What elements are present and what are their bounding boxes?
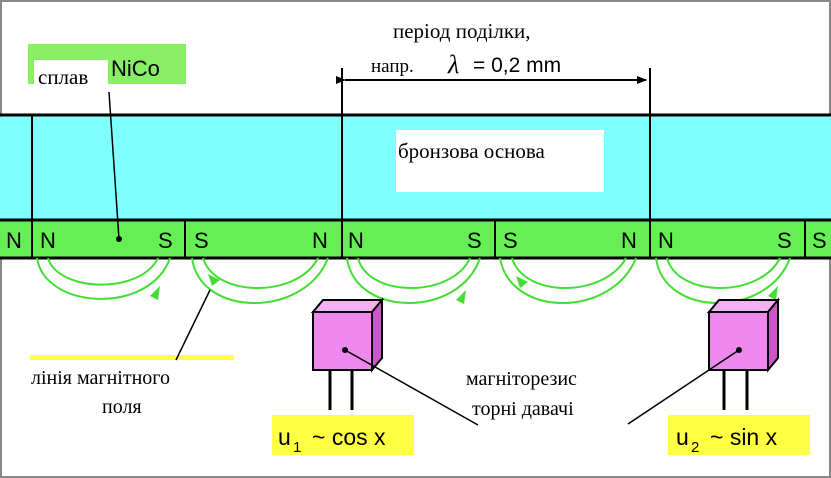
field-line-arc (191, 257, 329, 304)
period-label-line-1: період поділки, (393, 19, 531, 43)
sensor-label-line-2: торні давачі (472, 398, 574, 420)
field-arrow (456, 290, 466, 304)
period-value: = 0,2 mm (473, 54, 561, 77)
alloy-prefix-label: сплав (38, 65, 88, 89)
formula-u1-expr: ~ cos x (312, 424, 386, 450)
period-label-bg (390, 14, 605, 46)
pointer-field (175, 289, 211, 361)
field-line-arc (357, 257, 471, 289)
field-line-arc (511, 257, 627, 289)
pole-label: S (777, 228, 792, 253)
alloy-pointer-dot (116, 236, 122, 242)
pointer-alloy (108, 91, 120, 240)
sensor-1 (310, 297, 385, 410)
sensor-label-bg (455, 358, 622, 426)
formula-u1-var: u (278, 424, 291, 450)
field-line-arc (499, 257, 637, 304)
field-label-line-1: лінія магнітного (31, 367, 170, 389)
pointer-sensor-1 (344, 349, 479, 426)
pole-label: S (158, 228, 173, 253)
field-line-arc (666, 257, 781, 289)
pointer-sensor-2 (627, 349, 740, 425)
bronze-base-label: бронзова основа (398, 139, 546, 163)
pole-label: S (812, 228, 827, 253)
formula-u2-bg (668, 415, 810, 455)
sensor-2-front (708, 311, 769, 371)
formula-u2-sub: 2 (691, 439, 699, 456)
sensor-2-side (767, 297, 779, 373)
pole-label: N (40, 228, 56, 253)
pole-label: N (312, 228, 328, 253)
alloy-prefix-bg (34, 60, 108, 94)
pointer-lines (108, 91, 740, 426)
formula-u2-var: u (676, 424, 689, 450)
field-arrow (516, 276, 528, 288)
sensor-2 (706, 297, 781, 410)
field-label-line-2: поля (102, 396, 142, 418)
field-arrow (768, 286, 778, 300)
lambda-symbol: λ (447, 50, 459, 79)
field-arrow (150, 286, 160, 300)
sensor-1-side (371, 297, 383, 373)
bronze-label-bg (396, 130, 604, 192)
formula-u2-expr: ~ sin x (710, 424, 778, 450)
sensor-2-top (706, 299, 781, 313)
pole-label: S (467, 228, 482, 253)
sensor-1-top (310, 299, 385, 313)
pole-labels: N N S S N N S S N N S S (6, 228, 827, 253)
pole-label: N (621, 228, 637, 253)
period-prefix-label: напр. (371, 56, 414, 77)
magnet-strip (0, 220, 831, 258)
pole-label: N (348, 228, 364, 253)
field-line-arc (47, 257, 159, 286)
field-arrows (150, 274, 778, 304)
formula-u1-sub: 1 (293, 439, 301, 456)
field-label-accent (30, 355, 234, 360)
pole-label: N (658, 228, 674, 253)
formula-u1-bg (272, 415, 414, 455)
field-line-arc (36, 257, 171, 300)
pole-label: S (194, 228, 209, 253)
alloy-name-label: NiCo (111, 56, 160, 81)
sensor-label-line-1: магніторезис (466, 368, 577, 390)
field-arrow (208, 274, 220, 286)
period-prefix-bg (368, 50, 438, 78)
field-line-arc (346, 257, 481, 304)
field-line-arc (202, 257, 319, 289)
sensor-1-front (312, 311, 373, 371)
field-lines (36, 257, 791, 304)
field-label-bg (30, 355, 235, 420)
pole-label: S (503, 228, 518, 253)
pole-label: N (6, 228, 22, 253)
